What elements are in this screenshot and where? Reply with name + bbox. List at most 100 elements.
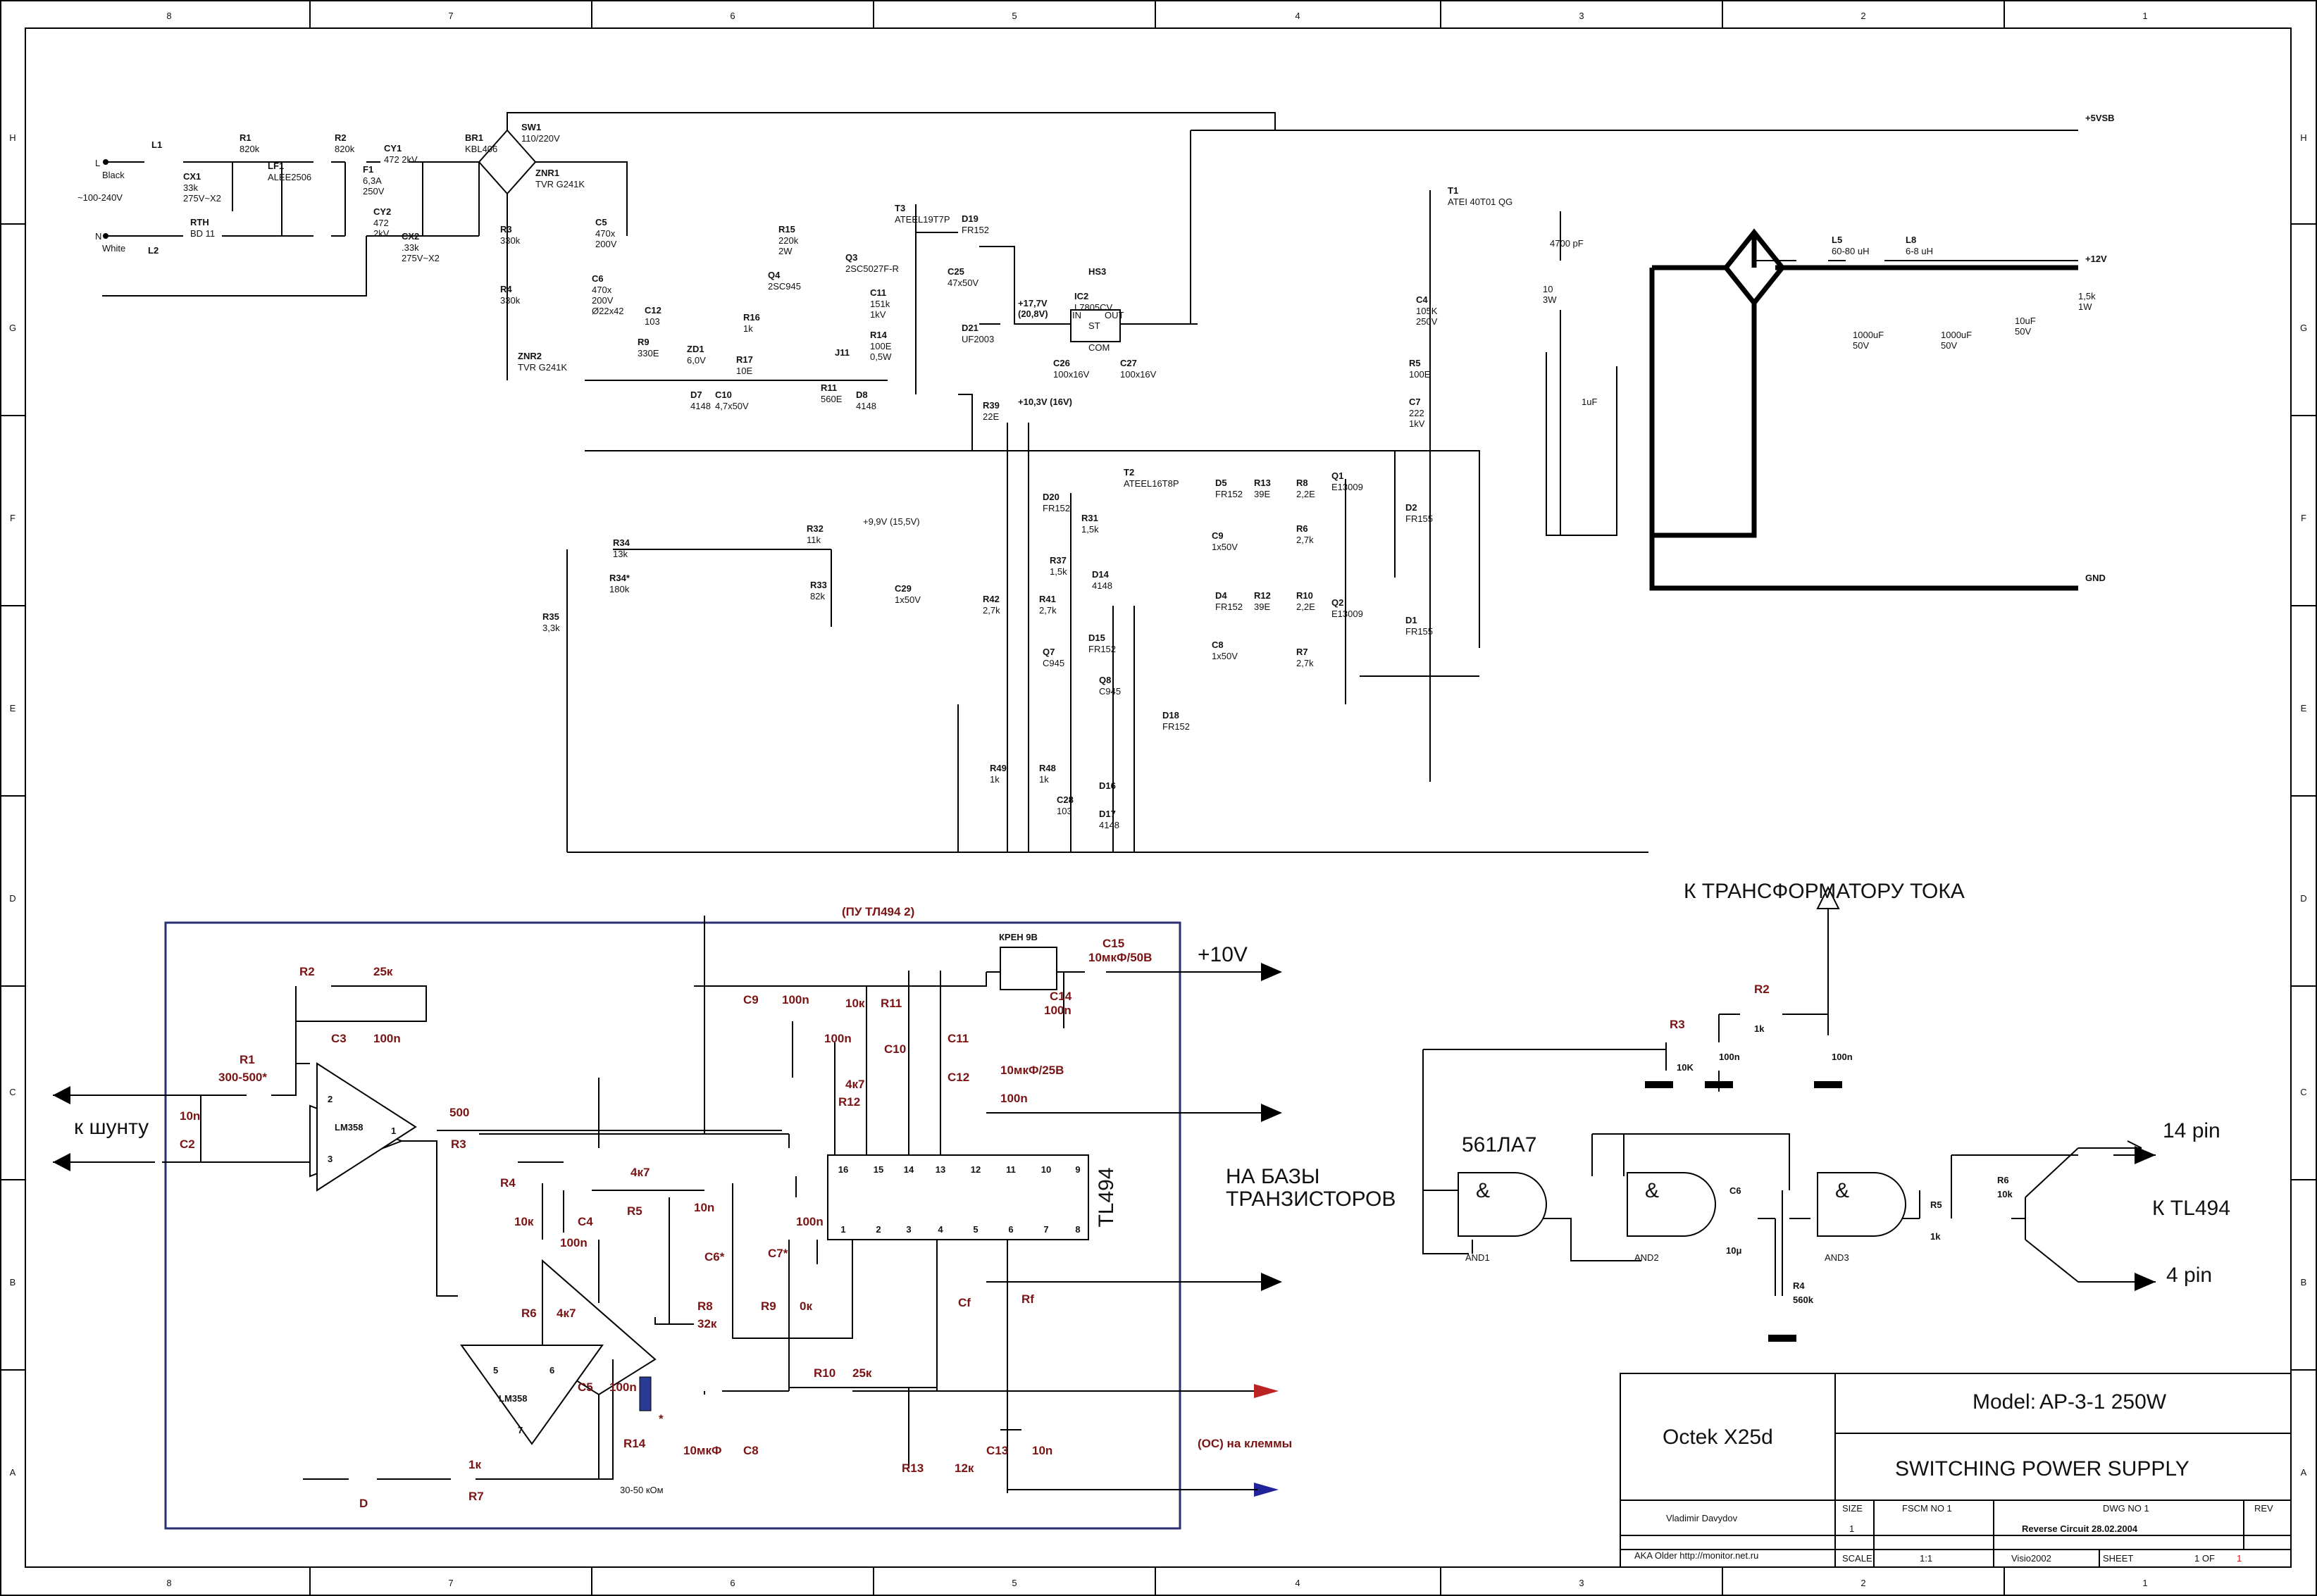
rail-12v: +12V xyxy=(2085,254,2107,264)
part-ref: D15 xyxy=(1088,632,1105,643)
column-label-8: 8 xyxy=(166,11,171,21)
part-value: 1,5k xyxy=(1081,524,1099,535)
rb-r2: R2 xyxy=(1754,983,1770,996)
column-label-2-bottom: 2 xyxy=(1861,1578,1865,1588)
column-label-1-bottom: 1 xyxy=(2142,1578,2147,1588)
tb-aka: AKA Older http://monitor.net.ru xyxy=(1634,1550,1758,1561)
tl494-c11_val: 10мкФ/25В xyxy=(1000,1064,1064,1077)
part-ref: R11 xyxy=(821,382,837,393)
part-ref: T2 xyxy=(1124,467,1134,478)
rb-cap-a: 100n xyxy=(1719,1052,1740,1062)
row-label-F: F xyxy=(10,513,15,523)
tl494-r13: R13 xyxy=(902,1461,924,1475)
part-ref: Q2 xyxy=(1331,597,1343,608)
tl494-pin-16: 16 xyxy=(838,1164,848,1175)
part-value: 2SC5027F-R xyxy=(845,263,899,274)
tb-sheet-label: SHEET xyxy=(2103,1553,2133,1564)
part-ref: R37 xyxy=(1050,555,1067,566)
column-label-2: 2 xyxy=(1861,11,1865,21)
tl494-op2_pin7: 7 xyxy=(518,1425,523,1435)
part-ref: D16 xyxy=(1099,780,1116,791)
rb-c6: C6 xyxy=(1729,1185,1741,1196)
part-ref: C25 xyxy=(948,266,964,277)
part-value: 6-8 uH xyxy=(1906,246,1933,256)
tl494-header: (ПУ ТЛ494 2) xyxy=(842,905,914,918)
input-N-color: White xyxy=(102,243,125,254)
part-value: 39E xyxy=(1254,601,1270,612)
rb-pin4: 4 pin xyxy=(2166,1264,2212,1287)
part-value: 1k xyxy=(990,774,1000,785)
part-ref: C28 xyxy=(1057,794,1074,805)
part-value: 100E xyxy=(1409,369,1431,380)
lm358-opamp-2 xyxy=(460,1345,604,1445)
tb-size: 1 xyxy=(1849,1523,1854,1534)
part-ref: D21 xyxy=(962,323,979,333)
tl494-pin-6: 6 xyxy=(1008,1224,1013,1235)
and1-symbol: & xyxy=(1476,1179,1490,1202)
tl494-c10: C10 xyxy=(884,1042,906,1056)
and3-label: AND3 xyxy=(1825,1252,1849,1263)
part-value: 2,7k xyxy=(1296,535,1314,545)
part-value: 2,7k xyxy=(1039,605,1057,616)
tl494-c11: C11 xyxy=(948,1032,969,1045)
part-value: TVR G241K xyxy=(535,179,585,189)
part-value: E13009 xyxy=(1331,482,1363,492)
tl494-c8_val: 10мкФ xyxy=(683,1444,722,1457)
part-value: 330k xyxy=(500,235,521,246)
ic2-regulator xyxy=(1070,309,1121,342)
part-ref: C11 xyxy=(870,287,886,298)
input-L: L xyxy=(95,158,100,168)
part-ref: C10 xyxy=(715,389,732,400)
part-value: KBL406 xyxy=(465,144,497,154)
part-ref: D4 xyxy=(1215,590,1227,601)
tl494-pin-13: 13 xyxy=(936,1164,945,1175)
part-value: 180k xyxy=(609,584,630,594)
rail-gnd: GND xyxy=(2085,573,2106,583)
tb-title: SWITCHING POWER SUPPLY xyxy=(1895,1457,2189,1480)
part-r6: R62,7k xyxy=(1296,523,1314,545)
part-value: 13k xyxy=(613,549,628,559)
tl494-r8: R8 xyxy=(697,1299,713,1313)
rb-r6: R6 xyxy=(1997,1175,2009,1185)
tb-company: Octek X25d xyxy=(1663,1426,1773,1449)
tl494-r4: R4 xyxy=(500,1176,516,1190)
tl494-c4: C4 xyxy=(578,1215,593,1228)
part-value: 2,7k xyxy=(1296,658,1314,668)
cap-1uf-label: 1uF xyxy=(1582,397,1597,407)
part-value: 2,7k xyxy=(983,605,1000,616)
tl494-pin-10: 10 xyxy=(1041,1164,1051,1175)
rb-r6-value: 10k xyxy=(1997,1189,2013,1199)
part-ref: R34 xyxy=(613,537,631,548)
tl494-c12: C12 xyxy=(948,1071,969,1084)
part-value: ATEI 40T01 QG xyxy=(1448,197,1512,207)
part-ref: Q1 xyxy=(1331,470,1343,481)
part-ref: Q4 xyxy=(768,270,781,280)
part-ref: BR1 xyxy=(465,132,483,143)
